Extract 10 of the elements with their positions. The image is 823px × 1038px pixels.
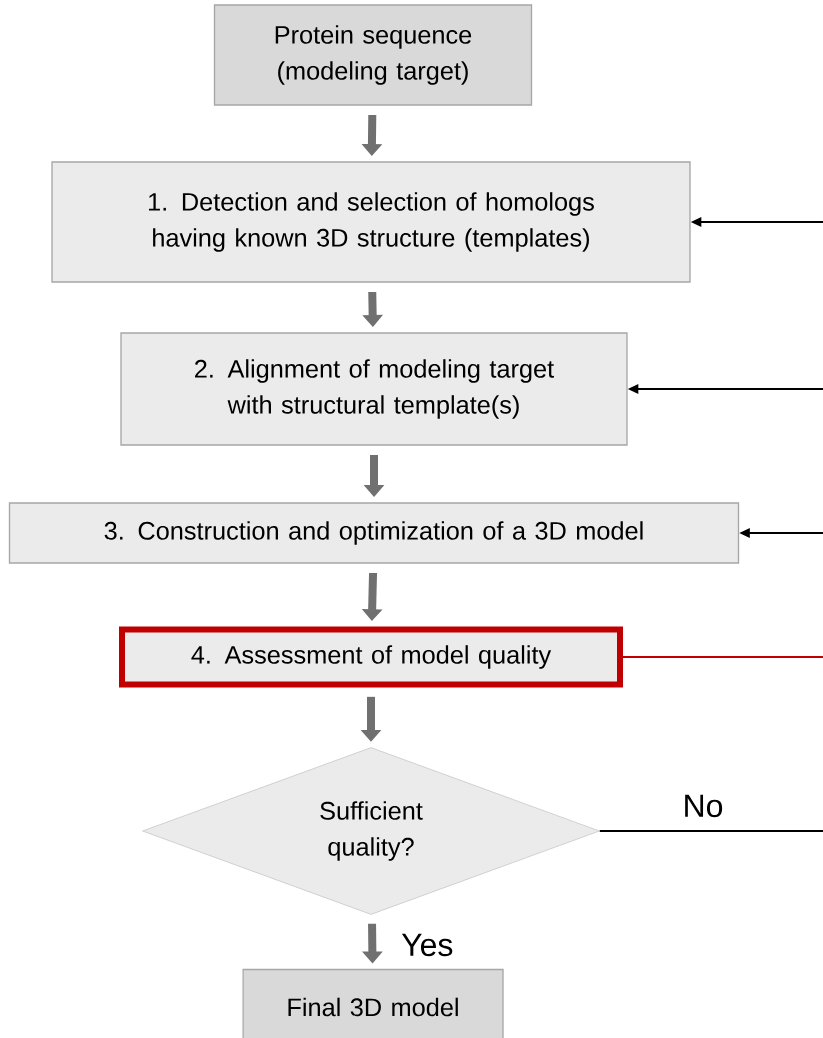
highlighted-process-box: 4. Assessment of model quality: [119, 626, 623, 688]
process-box: Final 3D model: [242, 968, 504, 1038]
connector-line: [599, 829, 823, 833]
process-box: Protein sequence (modeling target): [213, 4, 533, 106]
process-box: 1. Detection and selection of homologs having known 3D structure (templates): [51, 161, 691, 283]
process-box: 3. Construction and optimization of a 3D model: [8, 502, 740, 564]
process-box: 2. Alignment of modeling target with structural template(s): [120, 332, 628, 446]
edge-label: No: [685, 794, 723, 818]
edge-label: Yes: [401, 933, 453, 957]
connector-line: [623, 655, 823, 659]
